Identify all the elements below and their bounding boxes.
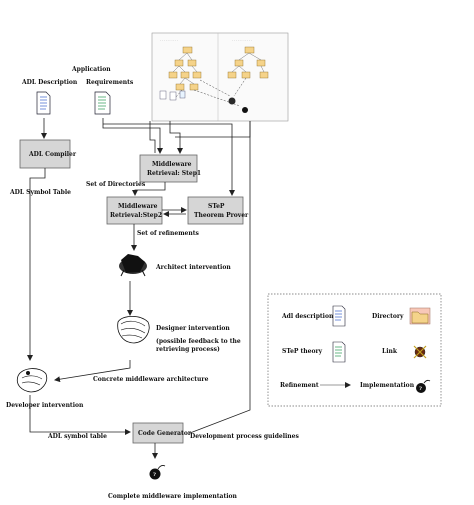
legend-adl-description-label: Adl description (281, 313, 334, 320)
legend-implementation-label: Implementation (360, 382, 415, 389)
feedback-line2: retrieving process) (156, 346, 220, 353)
mw-step2-line2: Retrieval:Step2 (110, 212, 162, 219)
requirements-label: Requirements (86, 79, 134, 86)
architect-icon (119, 254, 147, 277)
set-of-directories-label: Set of Directories (86, 181, 146, 188)
adl-description-label: ADL Description (21, 79, 78, 86)
legend-refinement-label: Refinement (280, 382, 319, 389)
svg-text:?: ? (419, 386, 422, 392)
developer-icon (16, 368, 48, 393)
step-line2: Theorem Prover (194, 212, 249, 219)
legend-directory-label: Directory (372, 313, 404, 320)
panel-implementation-icon (242, 107, 248, 113)
legend-link-icon (413, 345, 427, 359)
code-generator-box (132, 422, 184, 444)
set-of-refinements-label: Set of refinements (137, 230, 200, 237)
adl-document-icon (36, 91, 51, 115)
panel-docs-icon (159, 90, 186, 101)
feedback-line1: (possible feedback to the (156, 338, 241, 345)
code-generator-label: Code Generator (138, 430, 192, 437)
concrete-middleware-label: Concrete middleware architecture (93, 376, 209, 383)
legend-panel: ? (267, 293, 442, 407)
svg-text:· · · · · · · · · ·: · · · · · · · · · · · (232, 38, 252, 42)
adl-symbol-table-2-label: ADL symbol table (47, 433, 107, 440)
designer-intervention-label: Designer intervention (156, 325, 230, 332)
legend-step-doc-icon (332, 341, 346, 363)
directory-hierarchy-panel: · · · · · · · · · · · · · · · · · · · · … (151, 32, 289, 122)
mw-step1-line2: Retrieval: Step1 (147, 170, 201, 177)
application-label: Application (71, 66, 111, 73)
developer-intervention-label: Developer intervention (6, 402, 84, 409)
architect-intervention-label: Architect intervention (155, 264, 231, 271)
guidelines-label: Development process guidelines (190, 433, 299, 440)
adl-compiler-label: ADL Compiler (28, 151, 77, 158)
flow-connectors (27, 118, 251, 459)
legend-implementation-icon: ? (416, 379, 431, 393)
complete-implementation-label: Complete middleware implementation (108, 493, 237, 500)
middleware-retrieval-step2-box (106, 196, 163, 225)
legend-link-label: Link (382, 348, 398, 355)
panel-link-icon (228, 97, 236, 105)
legend-adl-doc-icon (332, 305, 346, 327)
legend-directory-icon (409, 307, 431, 325)
svg-text:· · · · · · · · · ·: · · · · · · · · · · (160, 38, 178, 42)
adl-symbol-table-label: ADL Symbol Table (9, 189, 71, 196)
step-theorem-prover-box (187, 196, 244, 225)
mw-step1-line1: Middleware (152, 161, 192, 168)
bomb-implementation-icon: ? (149, 465, 166, 480)
legend-step-theory-label: STeP theory (282, 348, 323, 355)
mw-step2-line1: Middleware (118, 203, 158, 210)
middleware-retrieval-step1-box (139, 154, 198, 183)
requirements-document-icon (94, 91, 111, 115)
designer-icon (117, 315, 150, 344)
svg-text:?: ? (153, 472, 156, 478)
step-line1: STeP (208, 203, 225, 210)
